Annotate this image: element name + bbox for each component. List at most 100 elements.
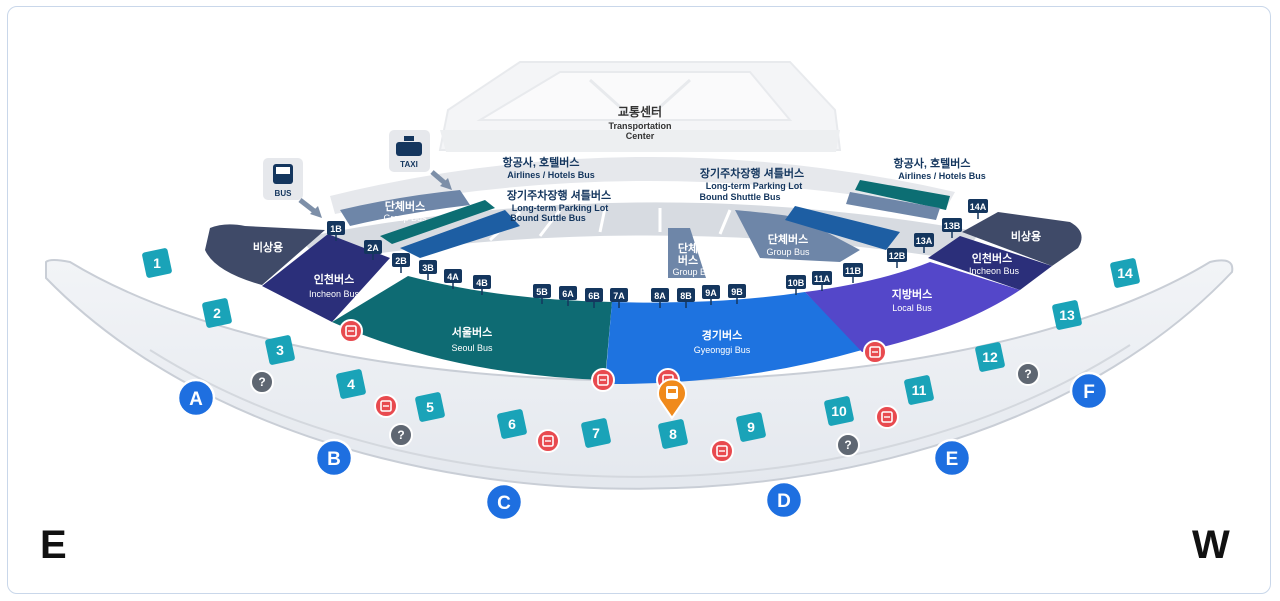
zone-airline-right — [855, 180, 950, 210]
door-a[interactable]: A — [176, 378, 216, 418]
bus-stop-6b[interactable]: 6B — [585, 288, 603, 308]
svg-text:E: E — [946, 449, 959, 470]
svg-text:?: ? — [844, 438, 851, 452]
gyeonggi-en: Gyeonggi Bus — [694, 345, 751, 355]
svg-text:12B: 12B — [889, 251, 906, 261]
bus-stop-9b[interactable]: 9B — [728, 284, 746, 304]
door-e[interactable]: E — [932, 438, 972, 478]
svg-text:6B: 6B — [588, 291, 600, 301]
taxi-icon: TAXI — [389, 130, 452, 190]
gate-11[interactable]: 11 — [904, 375, 935, 406]
gate-8[interactable]: 8 — [658, 419, 689, 450]
bus-stop-3b[interactable]: 3B — [419, 260, 437, 280]
group-center-ko1: 단체 — [678, 241, 698, 255]
gate-10[interactable]: 10 — [824, 396, 855, 427]
svg-text:14A: 14A — [970, 202, 987, 212]
bus-stop-10b[interactable]: 10B — [786, 275, 806, 295]
gate-12[interactable]: 12 — [975, 342, 1006, 373]
ticket-machine-6[interactable] — [710, 439, 734, 463]
door-d[interactable]: D — [764, 480, 804, 520]
help-point-1[interactable]: ? — [250, 370, 274, 394]
incheon-left-en: Incheon Bus — [309, 289, 360, 299]
airline-right-ko: 항공사, 호텔버스 — [894, 156, 971, 170]
gyeonggi-ko: 경기버스 — [702, 328, 742, 342]
gate-13[interactable]: 13 — [1052, 300, 1083, 331]
local-en: Local Bus — [892, 303, 932, 313]
svg-text:4A: 4A — [447, 272, 459, 282]
help-point-4[interactable]: ? — [1016, 362, 1040, 386]
gate-4[interactable]: 4 — [336, 369, 367, 400]
svg-text:9: 9 — [747, 419, 755, 435]
svg-text:2: 2 — [213, 305, 221, 321]
bus-stop-14a[interactable]: 14A — [968, 199, 988, 219]
bus-stop-2b[interactable]: 2B — [392, 253, 410, 273]
bus-stop-11a[interactable]: 11A — [812, 271, 832, 291]
gate-2[interactable]: 2 — [202, 298, 233, 329]
bus-stop-8b[interactable]: 8B — [677, 288, 695, 308]
svg-text:F: F — [1083, 382, 1095, 403]
zone-emergency-right — [962, 212, 1082, 266]
bus-stop-13b[interactable]: 13B — [942, 218, 962, 238]
bus-stop-2a[interactable]: 2A — [364, 240, 382, 260]
svg-text:C: C — [497, 493, 511, 514]
group-center-en: Group Bus — [672, 267, 716, 277]
zone-group-left — [340, 190, 470, 226]
gate-3[interactable]: 3 — [265, 335, 296, 366]
bus-stop-12b[interactable]: 12B — [887, 248, 907, 268]
bus-stop-6a[interactable]: 6A — [559, 286, 577, 306]
walkway-inner-line — [149, 344, 1131, 478]
bus-stop-4b[interactable]: 4B — [473, 275, 491, 295]
door-b[interactable]: B — [314, 438, 354, 478]
direction-east: E — [40, 523, 67, 567]
svg-text:3B: 3B — [422, 263, 434, 273]
gate-7[interactable]: 7 — [581, 418, 612, 449]
group-left-ko: 단체버스 — [385, 199, 425, 213]
ticket-machine-7[interactable] — [863, 340, 887, 364]
help-point-2[interactable]: ? — [389, 423, 413, 447]
gate-6[interactable]: 6 — [497, 409, 528, 440]
svg-text:6: 6 — [508, 416, 516, 432]
gate-14[interactable]: 14 — [1110, 258, 1141, 289]
bus-stop-1b[interactable]: 1B — [327, 221, 345, 241]
group-center-ko2: 버스 — [678, 253, 698, 267]
svg-text:?: ? — [1024, 367, 1031, 381]
svg-text:5B: 5B — [536, 287, 548, 297]
svg-text:9A: 9A — [705, 288, 717, 298]
bus-stop-4a[interactable]: 4A — [444, 269, 462, 289]
parking-left-ko: 장기주차장행 셔틀버스 — [507, 188, 611, 202]
transport-center-building — [438, 61, 842, 152]
svg-text:7: 7 — [592, 425, 600, 441]
bus-stop-11b[interactable]: 11B — [843, 263, 863, 283]
help-point-3[interactable]: ? — [836, 433, 860, 457]
gate-1[interactable]: 1 — [142, 248, 173, 279]
svg-text:11B: 11B — [845, 266, 862, 276]
door-f[interactable]: F — [1069, 371, 1109, 411]
svg-text:9B: 9B — [731, 287, 743, 297]
ticket-machine-2[interactable] — [374, 394, 398, 418]
zone-local — [805, 262, 1020, 352]
ticket-machine-1[interactable] — [339, 319, 363, 343]
svg-text:7A: 7A — [613, 291, 625, 301]
bus-stop-8a[interactable]: 8A — [651, 288, 669, 308]
ticket-machine-3[interactable] — [536, 429, 560, 453]
gate-5[interactable]: 5 — [415, 392, 446, 423]
zone-shuttle-left — [400, 210, 520, 258]
bus-stop-13a[interactable]: 13A — [914, 233, 934, 253]
door-c[interactable]: C — [484, 482, 524, 522]
ticket-machine-8[interactable] — [875, 405, 899, 429]
zone-emergency-left — [205, 224, 325, 285]
door-markers: A B C D E F — [176, 371, 1109, 522]
svg-text:1: 1 — [153, 255, 161, 271]
current-location-pin[interactable] — [657, 378, 687, 420]
bus-stop-7a[interactable]: 7A — [610, 288, 628, 308]
zone-airline-left — [380, 200, 495, 244]
bus-icon-label: BUS — [275, 189, 293, 198]
bus-stop-9a[interactable]: 9A — [702, 285, 720, 305]
svg-text:2B: 2B — [395, 256, 407, 266]
gate-9[interactable]: 9 — [736, 412, 767, 443]
parking-right-ko: 장기주차장행 셔틀버스 — [700, 166, 804, 180]
bus-stop-5b[interactable]: 5B — [533, 284, 551, 304]
airline-left-en: Airlines / Hotels Bus — [507, 170, 595, 180]
svg-text:11A: 11A — [814, 274, 831, 284]
ticket-machine-4[interactable] — [591, 368, 615, 392]
